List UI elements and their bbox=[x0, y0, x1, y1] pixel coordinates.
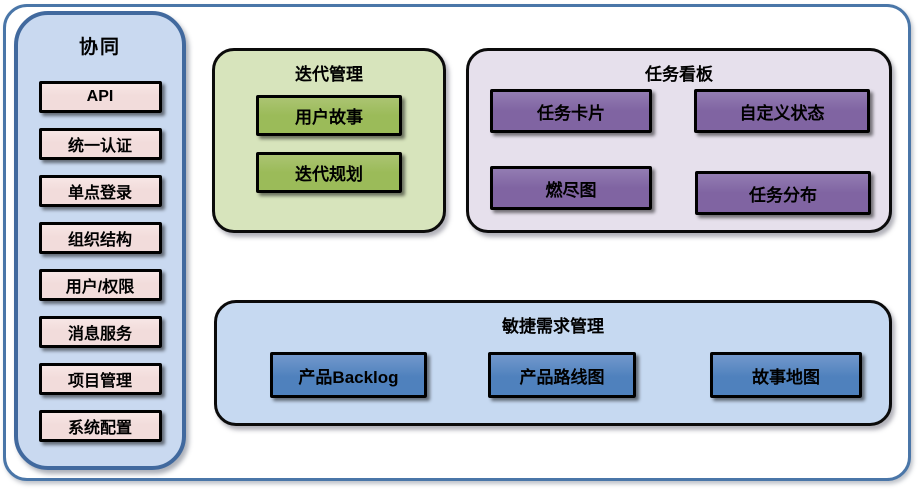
sidebar-item-single-sign-on: 单点登录 bbox=[38, 175, 162, 207]
sidebar-item-message-service: 消息服务 bbox=[38, 316, 162, 348]
sidebar-title: 协同 bbox=[78, 37, 121, 58]
sidebar-item-label: 项目管理 bbox=[67, 373, 132, 390]
item-label: 任务卡片 bbox=[537, 103, 605, 123]
panel-iteration-title: 迭代管理 bbox=[295, 65, 363, 84]
item-custom-status: 自定义状态 bbox=[694, 89, 870, 133]
item-label: 任务分布 bbox=[749, 185, 817, 205]
item-label: 故事地图 bbox=[752, 367, 820, 387]
sidebar-item-label: 系统配置 bbox=[67, 420, 132, 437]
item-label: 用户故事 bbox=[295, 108, 363, 127]
item-story-map: 故事地图 bbox=[710, 352, 862, 398]
sidebar-item-label: API bbox=[86, 88, 114, 105]
sidebar-item-api: API bbox=[38, 81, 162, 113]
item-task-card: 任务卡片 bbox=[490, 89, 652, 133]
sidebar-item-org-structure: 组织结构 bbox=[38, 222, 162, 254]
panel-taskboard-title: 任务看板 bbox=[645, 65, 713, 84]
panel-agile-requirements: 敏捷需求管理 产品Backlog 产品路线图 故事地图 bbox=[214, 300, 892, 426]
panel-task-board: 任务看板 任务卡片 自定义状态 燃尽图 任务分布 bbox=[466, 48, 892, 233]
item-product-backlog: 产品Backlog bbox=[270, 352, 427, 398]
sidebar-item-project-management: 项目管理 bbox=[38, 363, 162, 395]
sidebar-item-unified-auth: 统一认证 bbox=[38, 128, 162, 160]
sidebar-item-label: 单点登录 bbox=[67, 185, 132, 202]
sidebar-collaboration: 协同 API 统一认证 单点登录 组织结构 用户/权限 消息服务 项目管理 bbox=[14, 11, 186, 470]
sidebar-item-label: 消息服务 bbox=[67, 326, 132, 343]
item-label: 自定义状态 bbox=[739, 103, 825, 123]
item-burndown-chart: 燃尽图 bbox=[490, 166, 652, 210]
item-iteration-planning: 迭代规划 bbox=[256, 152, 402, 193]
item-user-story: 用户故事 bbox=[256, 95, 402, 136]
sidebar-items: API 统一认证 单点登录 组织结构 用户/权限 消息服务 项目管理 系统配置 bbox=[38, 81, 162, 442]
item-label: 产品Backlog bbox=[298, 367, 399, 387]
item-label: 迭代规划 bbox=[295, 165, 363, 184]
panel-agile-title: 敏捷需求管理 bbox=[502, 317, 604, 336]
item-label: 燃尽图 bbox=[545, 180, 597, 200]
sidebar-item-label: 用户/权限 bbox=[65, 279, 135, 296]
item-task-distribution: 任务分布 bbox=[695, 171, 871, 215]
item-product-roadmap: 产品路线图 bbox=[488, 352, 636, 398]
item-label: 产品路线图 bbox=[519, 367, 605, 387]
panel-iteration-management: 迭代管理 用户故事 迭代规划 bbox=[212, 48, 446, 233]
sidebar-item-label: 组织结构 bbox=[67, 232, 132, 249]
sidebar-item-label: 统一认证 bbox=[67, 138, 132, 155]
sidebar-item-system-config: 系统配置 bbox=[38, 410, 162, 442]
sidebar-item-user-permissions: 用户/权限 bbox=[38, 269, 162, 301]
